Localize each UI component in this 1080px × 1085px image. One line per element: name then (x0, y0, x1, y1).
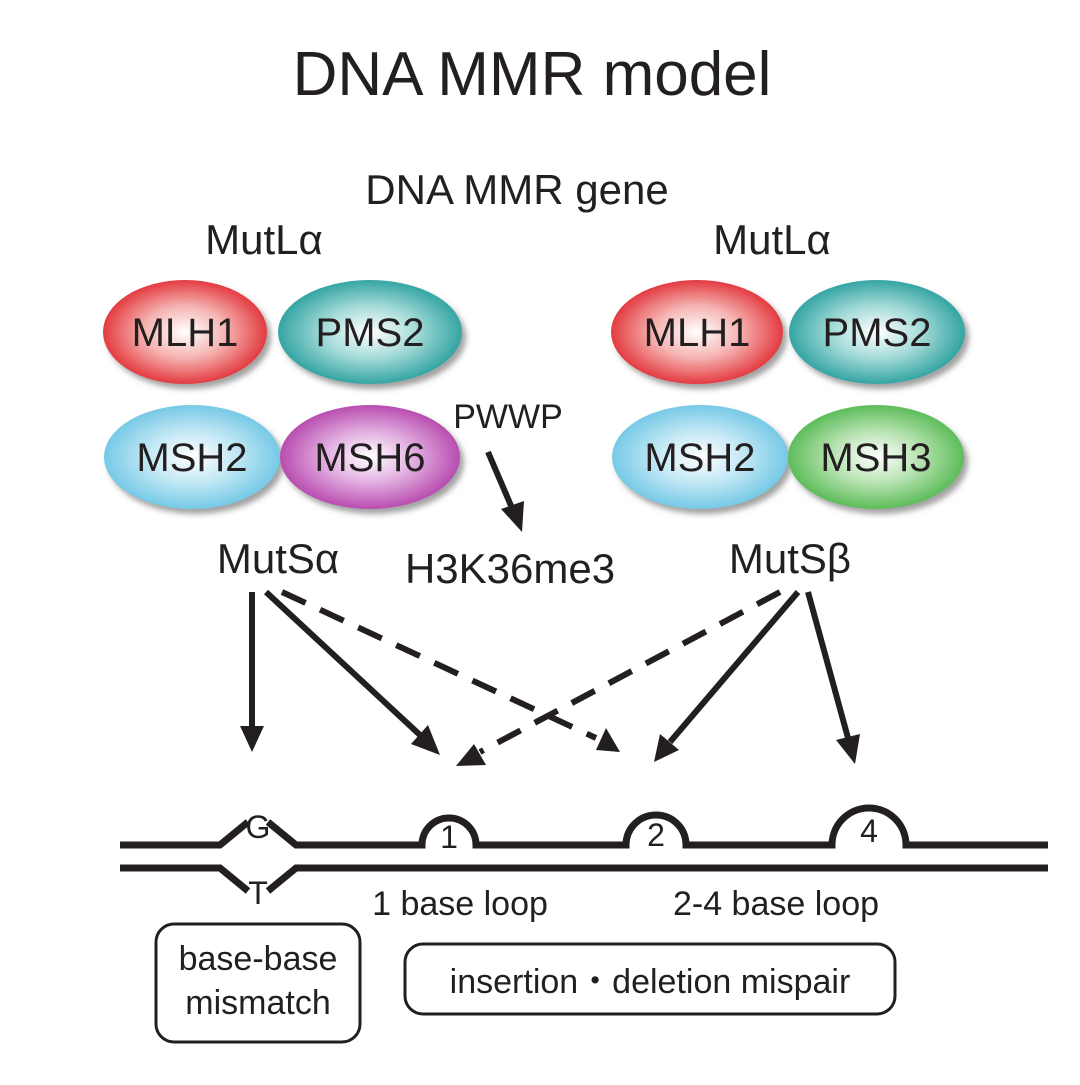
left-mlh1-protein: MLH1 (103, 280, 267, 384)
right-mutl-label: MutLα (713, 216, 831, 263)
base-t: T (248, 875, 268, 911)
svg-text:MLH1: MLH1 (644, 311, 751, 355)
pwwp-arrow (485, 450, 524, 532)
svg-text:MSH2: MSH2 (644, 436, 755, 480)
indel-box: insertion・deletion mispair (403, 942, 897, 1016)
right-mlh1-protein: MLH1 (611, 280, 783, 384)
svg-text:MSH2: MSH2 (136, 436, 247, 480)
loop-4-number: 4 (860, 813, 878, 849)
mutsb-to-4base-arrow (805, 591, 860, 764)
mismatch-box: base-base mismatch (154, 922, 362, 1044)
right-pms2-protein: PMS2 (789, 280, 965, 384)
mutsb-label: MutSβ (729, 535, 851, 582)
right-msh3-protein: MSH3 (788, 405, 964, 509)
right-msh2-protein: MSH2 (612, 405, 788, 509)
svg-text:mismatch: mismatch (185, 984, 330, 1022)
diagram-subtitle: DNA MMR gene (365, 166, 668, 213)
svg-text:PMS2: PMS2 (316, 311, 425, 355)
pwwp-label: PWWP (453, 398, 563, 436)
svg-text:MSH3: MSH3 (820, 436, 931, 480)
svg-text:PMS2: PMS2 (823, 311, 932, 355)
mutsa-to-mismatch-arrow (240, 592, 264, 752)
diagram-title: DNA MMR model (293, 40, 772, 109)
mutsa-to-2base-dashed-arrow (280, 589, 620, 752)
svg-text:MLH1: MLH1 (132, 311, 239, 355)
svg-text:MSH6: MSH6 (314, 436, 425, 480)
mutsa-label: MutSα (217, 535, 339, 582)
one-base-loop-label: 1 base loop (372, 885, 548, 923)
left-mutl-label: MutLα (205, 216, 323, 263)
svg-text:base-base: base-base (179, 940, 338, 978)
mutsb-to-2base-arrow (654, 590, 801, 762)
multi-base-loop-label: 2-4 base loop (673, 885, 879, 923)
mutsa-to-1base-arrow (263, 589, 440, 755)
svg-text:insertion・deletion mispair: insertion・deletion mispair (450, 963, 851, 1001)
loop-2-number: 2 (647, 817, 665, 853)
h3k36me3-label: H3K36me3 (405, 545, 615, 592)
left-msh2-protein: MSH2 (104, 405, 280, 509)
dna-duplex (120, 804, 1048, 894)
mutsb-to-1base-dashed-arrow (456, 589, 782, 766)
left-msh6-protein: MSH6 (280, 405, 460, 509)
base-g: G (246, 809, 271, 845)
left-pms2-protein: PMS2 (278, 280, 462, 384)
loop-1-number: 1 (440, 819, 458, 855)
